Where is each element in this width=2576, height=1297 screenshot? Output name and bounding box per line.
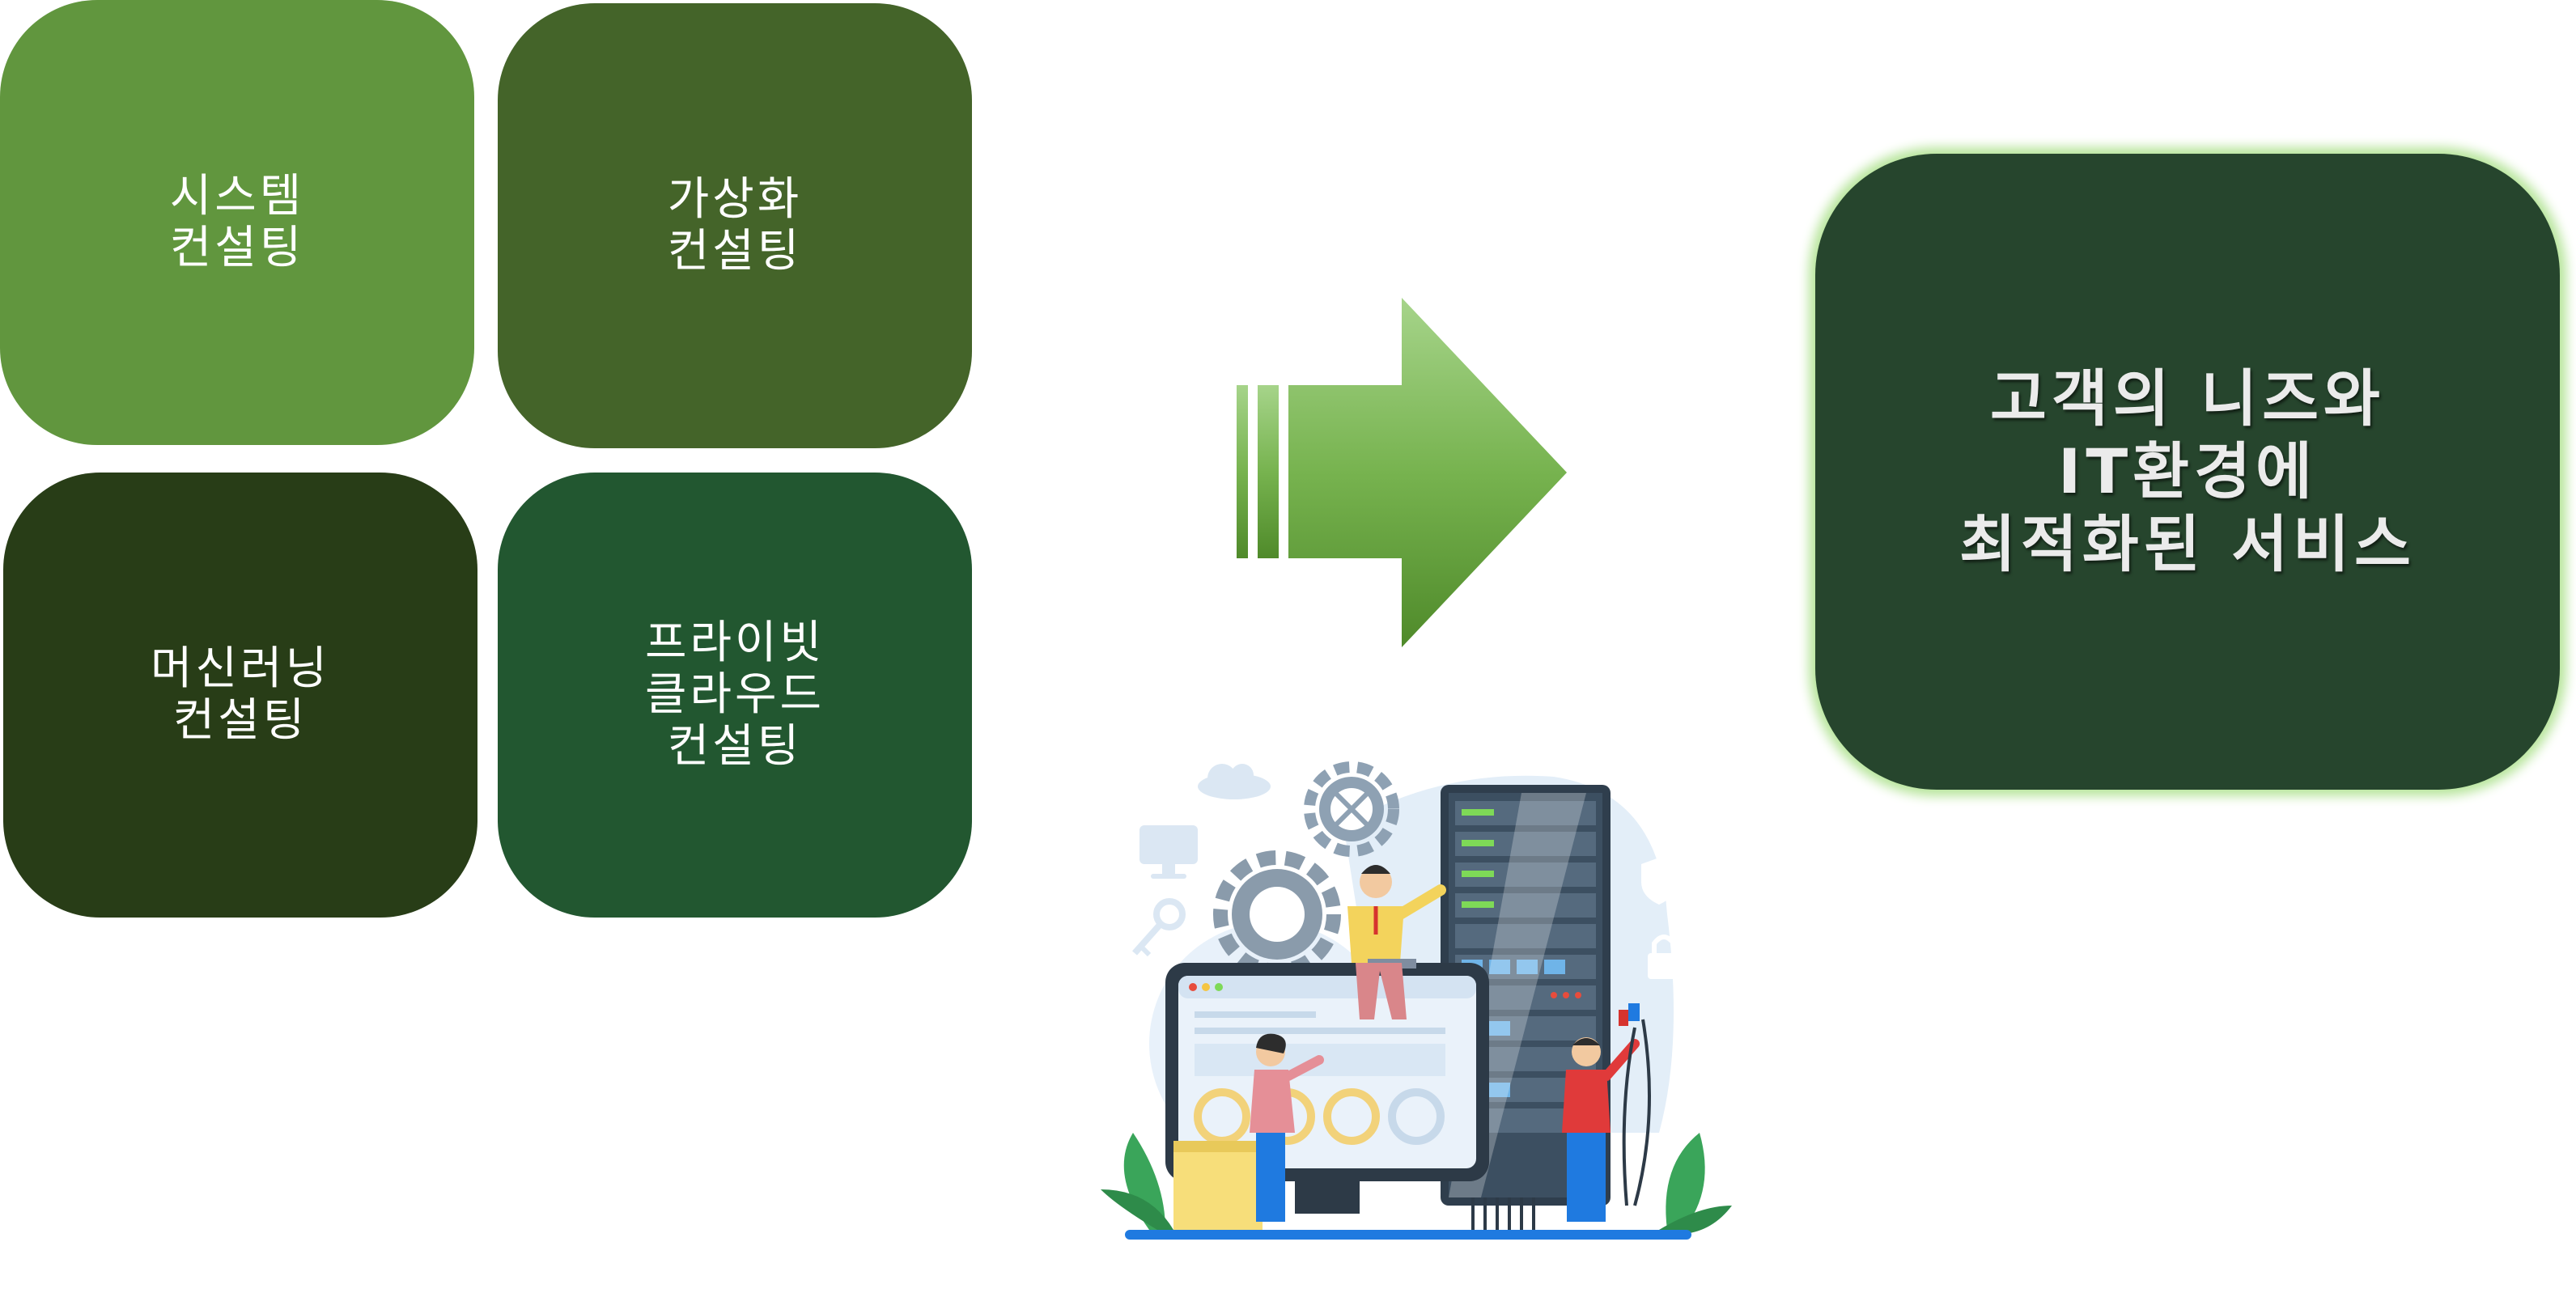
tile-label-line: 컨설팅 — [667, 225, 803, 278]
tile-label-line: 컨설팅 — [172, 694, 308, 747]
key-icon — [1132, 898, 1186, 957]
tile-label-line: 컨설팅 — [667, 720, 803, 773]
tile-label: 가상화 컨설팅 — [668, 174, 803, 278]
result-line: 고객의 니즈와 — [1990, 362, 2385, 434]
tile-virtualization-consulting: 가상화 컨설팅 — [498, 3, 972, 448]
shield-icon — [1641, 858, 1677, 905]
person-woman — [1250, 1033, 1324, 1222]
tile-label: 머신러닝 컨설팅 — [151, 643, 330, 747]
tile-label-line: 머신러닝 — [150, 642, 331, 695]
result-label: 고객의 니즈와 IT환경에 최적화된 서비스 — [1959, 362, 2416, 581]
tile-label-line: 가상화 — [667, 173, 803, 226]
tile-label-line: 프라이빗 — [644, 617, 825, 669]
result-line: IT환경에 — [2058, 435, 2317, 507]
person-sitting — [1347, 865, 1446, 1019]
plant-icon — [1101, 1133, 1173, 1230]
tile-private-cloud-consulting: 프라이빗 클라우드 컨설팅 — [498, 473, 972, 918]
tile-label-line: 시스템 — [169, 170, 305, 223]
tile-label: 프라이빗 클라우드 컨설팅 — [645, 617, 825, 773]
tile-machine-learning-consulting: 머신러닝 컨설팅 — [3, 473, 477, 918]
plant-icon — [1659, 1133, 1732, 1235]
tile-label: 시스템 컨설팅 — [170, 171, 305, 274]
result-line: 최적화된 서비스 — [1959, 508, 2416, 580]
cloud-icon — [1198, 764, 1271, 799]
result-box: 고객의 니즈와 IT환경에 최적화된 서비스 — [1815, 154, 2560, 790]
tile-label-line: 클라우드 — [644, 668, 825, 721]
tile-label-line: 컨설팅 — [169, 222, 305, 274]
it-team-illustration — [1101, 761, 1732, 1240]
monitor-icon — [1139, 825, 1198, 879]
tile-system-consulting: 시스템 컨설팅 — [0, 0, 474, 445]
person-man — [1562, 1037, 1640, 1222]
padlock-icon — [1648, 935, 1680, 979]
gear-icon — [1304, 761, 1399, 857]
right-arrow-icon — [1237, 298, 1567, 647]
